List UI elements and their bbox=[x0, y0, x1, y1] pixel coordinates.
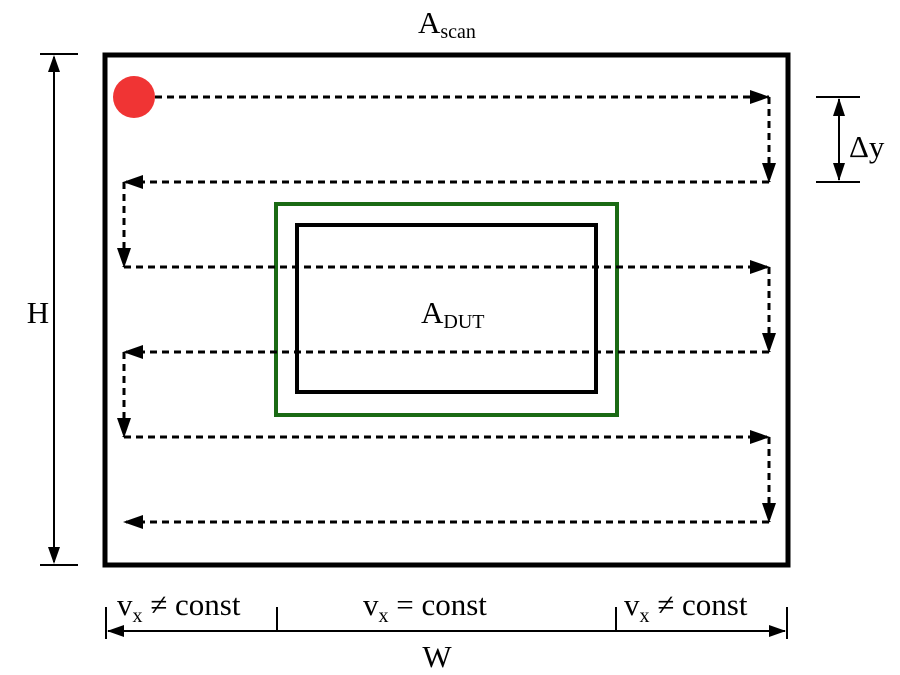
start-point bbox=[113, 76, 155, 118]
scan-path bbox=[117, 90, 776, 529]
dut-margin-rect bbox=[274, 202, 619, 417]
step-label: Δy bbox=[849, 129, 885, 164]
velocity-label-right: vx ≠ const bbox=[624, 587, 748, 627]
height-dimension: H bbox=[27, 53, 78, 566]
height-label: H bbox=[27, 295, 49, 330]
velocity-label-left: vx ≠ const bbox=[117, 587, 241, 627]
dut-area-label: ADUT bbox=[421, 295, 485, 333]
dut-rect bbox=[295, 223, 598, 394]
step-dimension: Δy bbox=[816, 96, 885, 183]
width-label: W bbox=[422, 639, 452, 674]
scan-area-label: Ascan bbox=[418, 5, 476, 43]
velocity-label-center: vx = const bbox=[363, 587, 487, 627]
width-dimension: W bbox=[105, 607, 788, 674]
scan-area-frame bbox=[102, 52, 791, 568]
